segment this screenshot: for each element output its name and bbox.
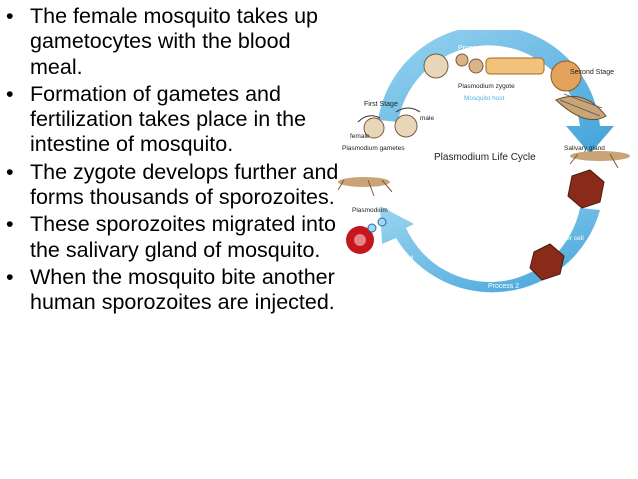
first-stage-label: First Stage xyxy=(364,101,398,108)
male-label: male xyxy=(420,115,434,122)
gamete-cells xyxy=(357,107,421,139)
bullet-dot: • xyxy=(6,4,14,28)
bullet-dot: • xyxy=(6,159,14,184)
mosquito-host-label: Mosquito host xyxy=(464,95,505,102)
plasmodium-label: Plasmodium xyxy=(352,207,388,214)
mosquito-left xyxy=(338,177,393,197)
zygote-label: Plasmodium zygote xyxy=(458,83,515,90)
salivary-gland-label: Salivary gland xyxy=(564,145,605,152)
cycle-arrow-top xyxy=(378,30,614,154)
bullet-item: • When the mosquito bite another human sp… xyxy=(6,265,340,316)
bullet-text: The female mosquito takes up gametocytes… xyxy=(30,4,319,79)
human-host-label: Human host xyxy=(478,239,513,246)
salivary-gland xyxy=(555,93,607,120)
process2-label: Process 2 xyxy=(488,283,519,290)
liver-cell-label: Liver cell xyxy=(558,235,584,242)
red-blood-cell xyxy=(346,217,387,254)
red-blood-cell-label: Red blood cell xyxy=(372,255,414,262)
bullet-text: Formation of gametes and fertilization t… xyxy=(30,81,307,157)
diagram-title: Plasmodium Life Cycle xyxy=(434,152,536,163)
bullet-text: When the mosquito bite another human spo… xyxy=(30,264,335,315)
cycle-arrow-bottom xyxy=(380,206,600,293)
bullet-dot: • xyxy=(6,81,14,106)
bullet-dot: • xyxy=(6,264,14,289)
process1-label: Process 1 xyxy=(458,45,489,52)
female-label: female xyxy=(350,133,370,140)
zygote-cells xyxy=(423,53,582,92)
gametes-label: Plasmodium gametes xyxy=(342,145,405,152)
bullet-item: • The female mosquito takes up gametocyte… xyxy=(6,4,340,80)
bullet-list: • The female mosquito takes up gametocyte… xyxy=(6,4,340,318)
plasmodium-life-cycle-diagram: Process 1 Plasmodium zygote Mosquito hos… xyxy=(338,30,638,320)
bullet-item: • The zygote develops further and forms t… xyxy=(6,160,340,211)
bullet-text: The zygote develops further and forms th… xyxy=(30,159,339,210)
mosquito-right xyxy=(569,151,630,169)
bullet-item: • These sporozoites migrated into the sal… xyxy=(6,212,340,263)
bullet-dot: • xyxy=(6,212,14,237)
bullet-item: • Formation of gametes and fertilization … xyxy=(6,82,340,158)
liver-cells xyxy=(529,169,605,281)
bullet-text: These sporozoites migrated into the sali… xyxy=(30,212,336,262)
life-cycle-svg: Process 1 Plasmodium zygote Mosquito hos… xyxy=(338,30,630,293)
second-stage-label: Second Stage xyxy=(570,69,614,76)
